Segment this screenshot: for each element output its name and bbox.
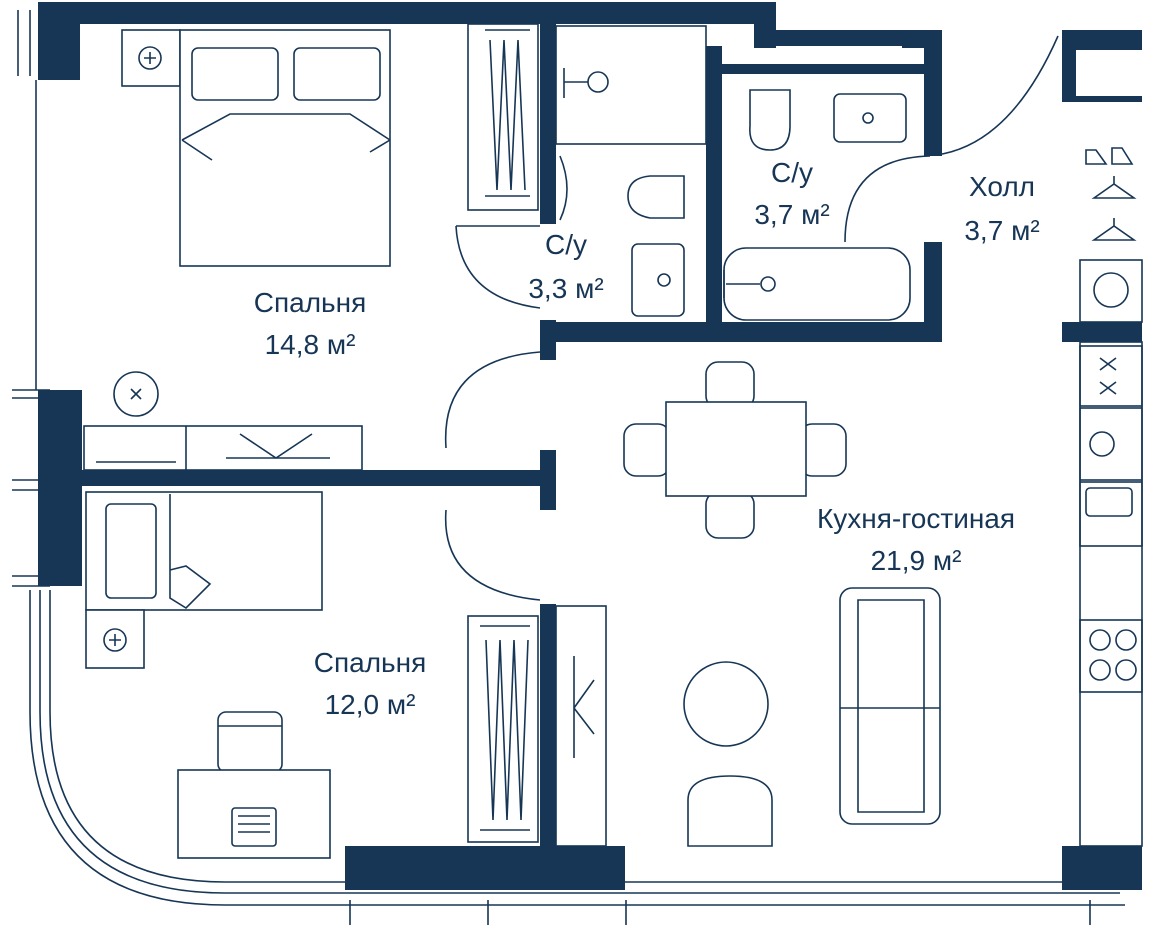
room-kitchen-living: Кухня-гостиная 21,9 м²: [817, 503, 1015, 576]
single-bed-icon: [85, 491, 323, 611]
washing-machine-icon: [1079, 259, 1143, 323]
tv-stand: [555, 605, 607, 847]
room-name: Спальня: [314, 647, 427, 678]
room-name: Спальня: [254, 287, 367, 318]
room-bedroom-2: Спальня 12,0 м²: [314, 647, 427, 720]
room-name: Холл: [969, 171, 1035, 202]
room-name: Кухня-гостиная: [817, 503, 1015, 534]
facade-lines: [12, 10, 1125, 925]
dining-table-icon: [623, 361, 847, 539]
room-name: С/у: [771, 157, 813, 188]
room-area: 3,7 м²: [754, 199, 829, 230]
sink-icon: [631, 243, 685, 317]
sofa-icon: [839, 587, 941, 825]
desk-icon: [83, 371, 363, 471]
room-area: 3,3 м²: [528, 273, 603, 304]
round-table-icon: [683, 661, 769, 747]
door-icon: [444, 35, 1059, 601]
room-bedroom-1: Спальня 14,8 м²: [254, 287, 367, 360]
laptop-icon: [231, 807, 277, 847]
wardrobe-icon: [467, 23, 539, 211]
room-area: 3,7 м²: [964, 215, 1039, 246]
dishwasher-icon: [1079, 407, 1143, 481]
room-area: 14,8 м²: [265, 329, 356, 360]
room-bathroom-2: С/у 3,7 м²: [754, 157, 829, 230]
kitchen-counter: [1079, 341, 1143, 847]
hanger-icon: [1091, 176, 1137, 241]
stove-icon: [1079, 345, 1143, 407]
room-bathroom-1: С/у 3,3 м²: [528, 229, 603, 304]
kitchen-sink-icon: [1079, 481, 1143, 547]
chair-icon: [217, 711, 283, 773]
double-bed-icon: [179, 29, 391, 267]
shower-icon: [555, 25, 707, 145]
bathtub-icon: [723, 247, 911, 321]
shoes-icon: [1085, 147, 1134, 165]
walls: [38, 2, 1142, 890]
toilet-icon: [627, 175, 685, 219]
room-name: С/у: [545, 229, 587, 260]
toilet-icon: [749, 89, 791, 151]
desk-icon: [177, 769, 331, 859]
door-icon: [559, 155, 568, 221]
wardrobe-icon: [467, 615, 539, 843]
nightstand-icon: [121, 29, 181, 87]
room-area: 12,0 м²: [325, 689, 416, 720]
stove-icon: [1079, 619, 1143, 693]
sink-icon: [833, 93, 907, 143]
room-hall: Холл 3,7 м²: [964, 171, 1039, 246]
room-area: 21,9 м²: [871, 545, 962, 576]
armchair-icon: [687, 775, 773, 847]
nightstand-icon: [85, 609, 145, 669]
